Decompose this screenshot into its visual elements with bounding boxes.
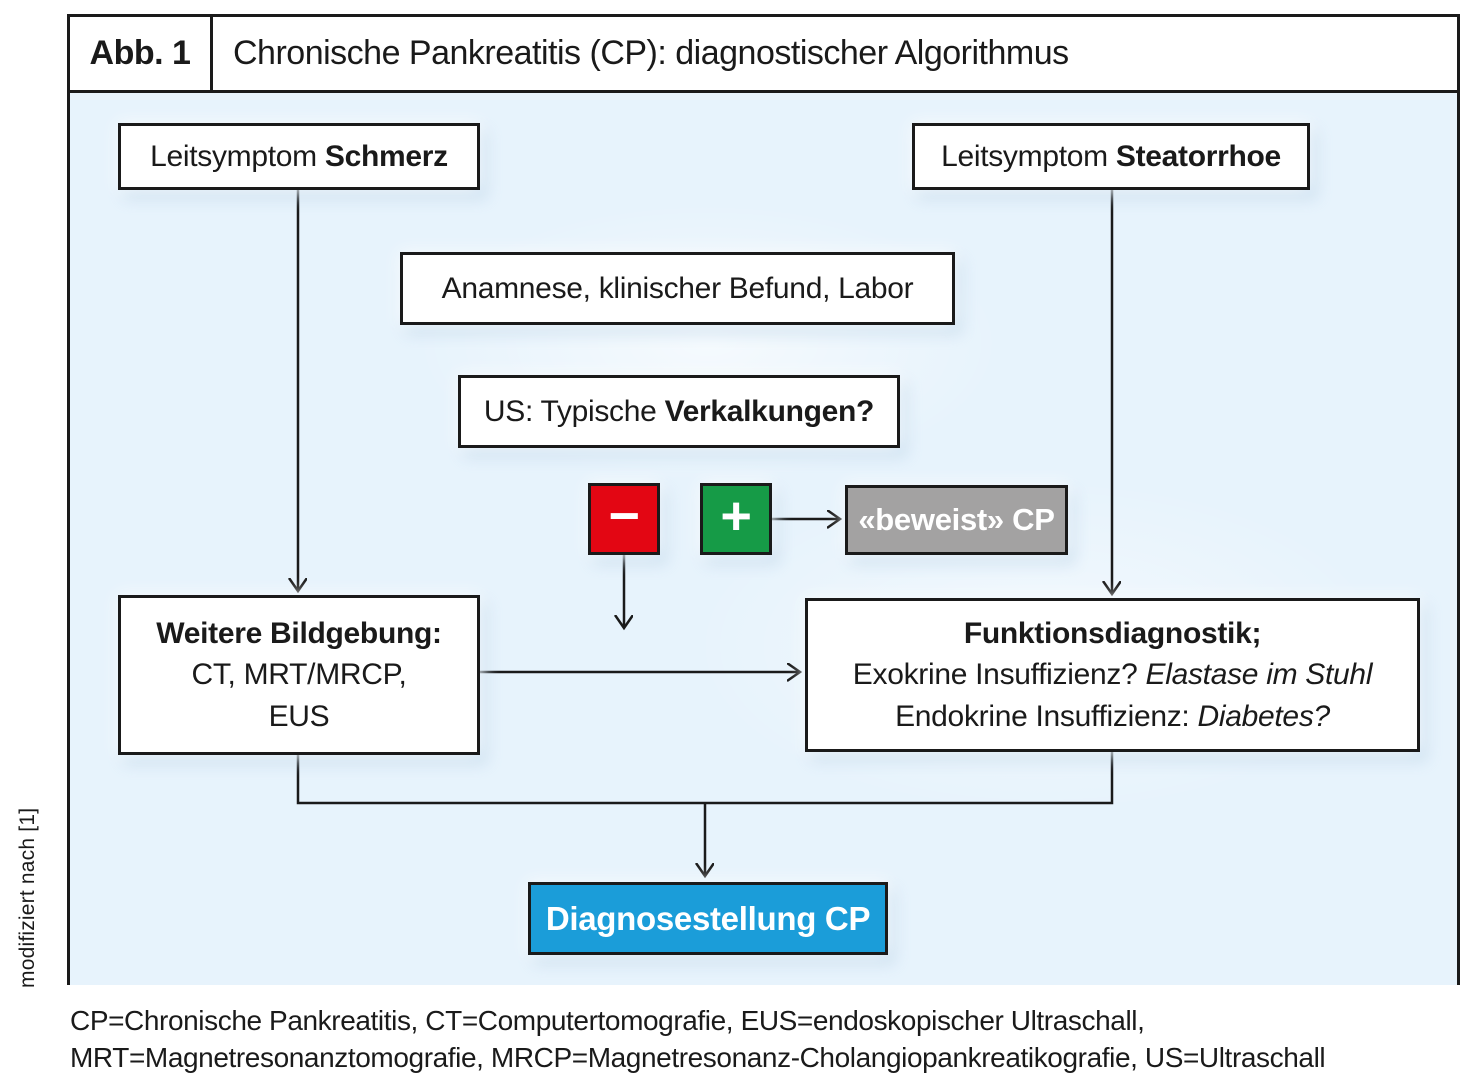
node-diagnosis-label: Diagnosestellung CP — [545, 899, 871, 937]
figure-frame: Abb. 1 Chronische Pankreatitis (CP): dia… — [67, 14, 1460, 985]
node-symptom-pain-label: Leitsymptom Schmerz — [150, 139, 448, 173]
node-function-diagnostics: Funktionsdiagnostik; Exokrine Insuffizie… — [805, 598, 1420, 752]
node-symptom-pain: Leitsymptom Schmerz — [118, 123, 480, 190]
flow-arrows — [70, 190, 1460, 985]
node-function-title: Funktionsdiagnostik; — [963, 616, 1262, 650]
plus-icon: + — [720, 486, 752, 546]
node-anamnesis-label: Anamnese, klinischer Befund, Labor — [441, 271, 914, 305]
node-minus: − — [588, 483, 660, 555]
node-ultrasound-label: US: Typische Verkalkungen? — [483, 394, 875, 428]
node-proves-cp-label: «beweist» CP — [858, 502, 1055, 537]
flowchart-canvas: Leitsymptom Schmerz Leitsymptom Steatorr… — [70, 93, 1457, 985]
node-plus: + — [700, 483, 772, 555]
node-function-line3: Endokrine Insuffizienz: Diabetes? — [895, 699, 1330, 733]
node-diagnosis: Diagnosestellung CP — [528, 882, 888, 955]
node-imaging-line3: EUS — [268, 699, 330, 733]
node-anamnesis: Anamnese, klinischer Befund, Labor — [400, 252, 955, 325]
node-symptom-steatorrhea: Leitsymptom Steatorrhoe — [912, 123, 1310, 190]
source-note: modifiziert nach [1] — [16, 807, 39, 988]
node-function-line2: Exokrine Insuffizienz? Elastase im Stuhl — [852, 658, 1373, 692]
node-imaging: Weitere Bildgebung: CT, MRT/MRCP, EUS — [118, 595, 480, 755]
figure-titlebar: Abb. 1 Chronische Pankreatitis (CP): dia… — [70, 17, 1457, 93]
figure-label: Abb. 1 — [70, 17, 213, 90]
node-imaging-title: Weitere Bildgebung: — [156, 616, 442, 650]
footnote-line1: CP=Chronische Pankreatitis, CT=Computert… — [70, 1005, 1145, 1036]
node-imaging-line2: CT, MRT/MRCP, — [191, 658, 407, 692]
figure-title: Chronische Pankreatitis (CP): diagnostis… — [233, 34, 1069, 72]
footnote-line2: MRT=Magnetresonanztomografie, MRCP=Magne… — [70, 1042, 1326, 1073]
node-symptom-steatorrhea-label: Leitsymptom Steatorrhoe — [941, 139, 1281, 173]
minus-icon: − — [608, 486, 640, 546]
connector-merge — [296, 752, 1114, 805]
abbreviation-footnote: CP=Chronische Pankreatitis, CT=Computert… — [70, 1002, 1450, 1076]
node-proves-cp: «beweist» CP — [845, 485, 1068, 555]
node-ultrasound: US: Typische Verkalkungen? — [458, 375, 900, 448]
